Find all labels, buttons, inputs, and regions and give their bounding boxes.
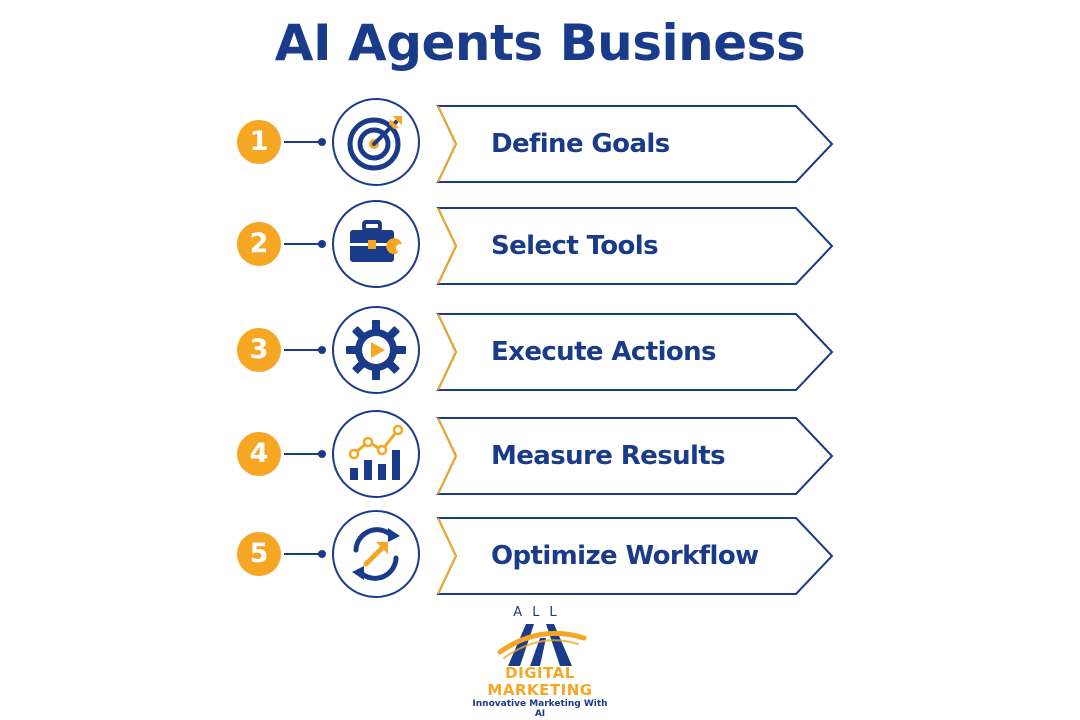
step-number-badge: 1 <box>237 120 281 164</box>
step-label: Execute Actions <box>491 337 717 367</box>
connector-line <box>284 453 322 455</box>
toolbox-wrench-icon <box>350 220 404 270</box>
step-arrow-box: Measure Results <box>436 416 836 496</box>
arrow-outline <box>436 517 834 595</box>
step-number-badge: 5 <box>237 532 281 576</box>
page-title: AI Agents Business <box>274 14 806 72</box>
step-label: Measure Results <box>491 441 726 471</box>
bar-chart-trend-icon <box>348 424 404 480</box>
step-icon-circle <box>332 98 420 186</box>
step-2: 2 Select Tools <box>0 198 1080 288</box>
step-icon-circle <box>332 510 420 598</box>
step-arrow-box: Select Tools <box>436 206 836 286</box>
arrow-outline <box>436 313 834 391</box>
step-label: Define Goals <box>491 129 670 159</box>
logo-top-text: ALL <box>513 605 566 620</box>
step-number-badge: 4 <box>237 432 281 476</box>
step-label: Select Tools <box>491 231 659 261</box>
gear-play-icon <box>346 320 406 380</box>
logo-line-1: DIGITAL <box>505 664 575 682</box>
logo-tagline: Innovative Marketing With AI <box>472 699 608 719</box>
logo-mark: ALL <box>497 605 587 666</box>
connector-line <box>284 141 322 143</box>
step-1: 1 Define Goals <box>0 96 1080 186</box>
connector-dot <box>318 450 326 458</box>
connector-line <box>284 553 322 555</box>
step-3: 3 Execute Actions <box>0 304 1080 394</box>
logo-line-2: MARKETING <box>487 681 593 699</box>
step-4: 4 Measure Results <box>0 408 1080 498</box>
step-5: 5 Optimize Workflow <box>0 508 1080 598</box>
arrow-outline <box>436 417 834 495</box>
connector-line <box>284 243 322 245</box>
brand-logo: ALL DIGITAL MARKETING Innovative Marketi… <box>470 602 610 719</box>
connector-dot <box>318 138 326 146</box>
step-number-badge: 2 <box>237 222 281 266</box>
step-icon-circle <box>332 306 420 394</box>
connector-dot <box>318 240 326 248</box>
step-number-badge: 3 <box>237 328 281 372</box>
connector-dot <box>318 346 326 354</box>
arrow-outline <box>436 105 834 183</box>
cycle-arrow-icon <box>352 527 400 581</box>
target-icon <box>347 116 402 171</box>
step-arrow-box: Execute Actions <box>436 312 836 392</box>
arrow-outline <box>436 207 834 285</box>
step-label: Optimize Workflow <box>491 541 759 571</box>
connector-dot <box>318 550 326 558</box>
connector-line <box>284 349 322 351</box>
step-arrow-box: Optimize Workflow <box>436 516 836 596</box>
step-icon-circle <box>332 200 420 288</box>
step-icon-circle <box>332 410 420 498</box>
step-arrow-box: Define Goals <box>436 104 836 184</box>
